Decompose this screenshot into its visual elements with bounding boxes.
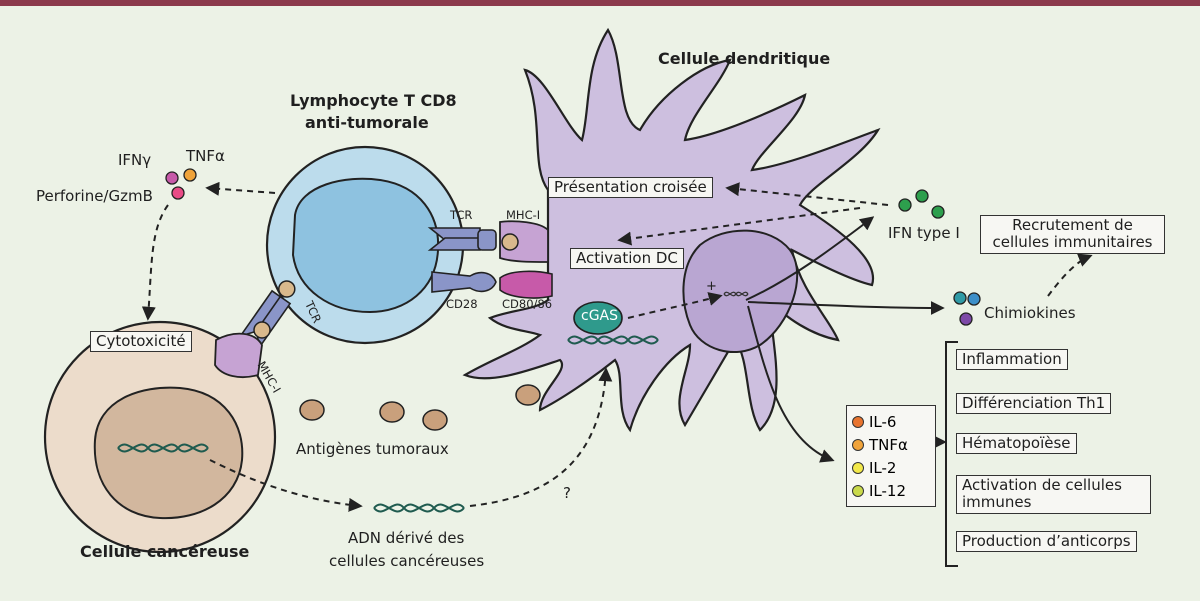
nucleus-dna-icon <box>723 291 749 297</box>
ifn-type1-label: IFN type I <box>888 224 960 242</box>
t-cell-title-line1: Lymphocyte T CD8 <box>290 91 457 110</box>
t-cell-title-line2: anti-tumorale <box>305 113 429 132</box>
top-rule <box>0 0 1200 6</box>
arrow-freedna-to-cgas <box>469 367 613 507</box>
cytokine-item: IL-6 <box>852 410 930 433</box>
cytokine-dot-icon <box>852 461 864 474</box>
ifn-dot-2 <box>915 189 929 203</box>
peptide-cancer <box>253 321 271 339</box>
arrow-cgas-to-nucleus <box>627 292 723 319</box>
cytokine-label: TNFα <box>869 435 908 454</box>
ifn-dot-3 <box>931 205 945 219</box>
t-cell-nucleus <box>291 177 440 314</box>
cytokine-item: TNFα <box>852 433 930 456</box>
perforin-dot <box>171 186 185 200</box>
cd80-label: CD80/86 <box>502 297 553 311</box>
arrow-ifn-to-dcactivation <box>617 207 861 246</box>
plus-sign: + <box>706 279 717 294</box>
ifng-dot <box>165 171 179 185</box>
cgas-label: cGAS <box>581 308 619 324</box>
outcome-antibodies: Production d’anticorps <box>956 531 1137 553</box>
mhc-cancer <box>214 332 263 378</box>
dc-activation-box: Activation DC <box>570 248 684 270</box>
cytokine-label: IL-12 <box>869 481 907 500</box>
mhc-dc-label: MHC-I <box>506 208 541 222</box>
perforin-label: Perforine/GzmB <box>36 187 153 205</box>
dc-dna-helix <box>567 335 659 345</box>
cd28-label: CD28 <box>446 297 478 311</box>
outcome-immune-activation: Activation de cellules immunes <box>956 475 1151 514</box>
chemokine-dot-3 <box>959 312 973 326</box>
outcomes-bracket <box>945 341 958 567</box>
arrow-nucleus-to-ifn <box>745 216 875 301</box>
cytokine-dot-icon <box>852 415 864 428</box>
free-dna-helix <box>373 503 465 513</box>
outcome-inflammation: Inflammation <box>956 349 1068 371</box>
tumor-antigens-label: Antigènes tumoraux <box>296 440 449 458</box>
cytotoxicity-box: Cytotoxicité <box>90 331 192 353</box>
arrow-nucleus-to-chemokines <box>747 300 945 315</box>
tnfa-dot <box>183 168 197 182</box>
cross-presentation-box: Présentation croisée <box>548 177 713 199</box>
arrow-tcell-to-effectors <box>205 181 276 196</box>
tumor-antigens <box>299 384 541 431</box>
cytokine-label: IL-2 <box>869 458 897 477</box>
chemokines-label: Chimiokines <box>984 304 1076 322</box>
arrow-perforin-to-cytotox <box>141 204 169 321</box>
tcr-mhc-synapse-dc <box>427 220 549 263</box>
arrow-nucleus-to-cytokines <box>747 305 835 463</box>
cancer-cell-title: Cellule cancéreuse <box>80 542 250 561</box>
cancer-cell-nucleus <box>93 386 244 520</box>
ifng-label: IFNγ <box>118 151 152 169</box>
outcome-th1: Différenciation Th1 <box>956 393 1112 415</box>
cytokine-label: IL-6 <box>869 412 897 431</box>
cgas-enzyme <box>573 301 623 335</box>
cancer-dna-helix <box>117 443 209 453</box>
tumor-dna-label-line1: ADN dérivé des <box>348 529 465 547</box>
tnfa-label: TNFα <box>186 147 225 165</box>
tumor-dna-label-line2: cellules cancéreuses <box>329 552 485 570</box>
question-mark: ? <box>563 484 571 502</box>
dendritic-cell-nucleus <box>682 229 799 354</box>
cytokine-dot-icon <box>852 438 864 451</box>
immune-recruitment-box: Recrutement de cellules immunitaires <box>980 215 1165 254</box>
cytokine-box: IL-6 TNFα IL-2 IL-12 <box>846 405 936 507</box>
chemokine-dot-2 <box>967 292 981 306</box>
chemokine-dot-1 <box>953 291 967 305</box>
dendritic-cell-title: Cellule dendritique <box>658 49 831 68</box>
dendritic-cell-body <box>462 27 881 433</box>
cytokine-dot-icon <box>852 484 864 497</box>
ifn-dot-1 <box>898 198 912 212</box>
cd28-cd80-synapse <box>431 270 553 299</box>
cytokine-item: IL-2 <box>852 456 930 479</box>
cytokine-item: IL-12 <box>852 479 930 502</box>
arrow-ifn-to-crosspresentation <box>725 182 889 206</box>
arrow-chemokine-to-recruitment <box>1047 253 1093 297</box>
tcr-dc-label: TCR <box>450 208 473 222</box>
outcome-hematopoiesis: Hématopoïèse <box>956 433 1077 455</box>
arrow-cancerdna-to-freedna <box>209 459 363 512</box>
